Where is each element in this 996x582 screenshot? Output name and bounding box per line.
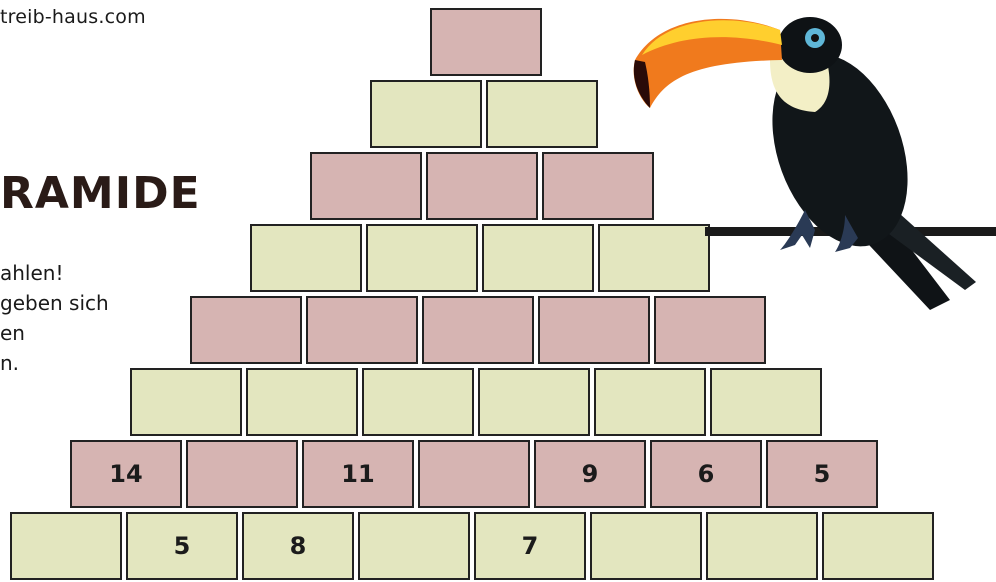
pyramid-brick[interactable]	[594, 368, 706, 436]
pyramid-brick[interactable]	[310, 152, 422, 220]
pyramid-brick[interactable]	[130, 368, 242, 436]
pyramid-brick[interactable]: 7	[474, 512, 586, 580]
pyramid-brick[interactable]	[422, 296, 534, 364]
pyramid-brick[interactable]	[306, 296, 418, 364]
pyramid-brick[interactable]: 11	[302, 440, 414, 508]
pyramid-brick[interactable]	[246, 368, 358, 436]
pyramid-brick[interactable]	[362, 368, 474, 436]
pyramid-brick[interactable]	[822, 512, 934, 580]
pyramid-brick[interactable]: 6	[650, 440, 762, 508]
pyramid-brick[interactable]	[426, 152, 538, 220]
pyramid-brick[interactable]: 9	[534, 440, 646, 508]
pyramid-brick[interactable]	[482, 224, 594, 292]
pyramid-brick[interactable]	[366, 224, 478, 292]
pyramid-brick[interactable]: 5	[126, 512, 238, 580]
pyramid-brick[interactable]	[358, 512, 470, 580]
pyramid-brick[interactable]	[486, 80, 598, 148]
pyramid-brick[interactable]: 5	[766, 440, 878, 508]
toucan-icon	[620, 0, 996, 320]
pyramid-brick[interactable]	[706, 512, 818, 580]
pyramid-brick[interactable]	[250, 224, 362, 292]
pyramid-brick[interactable]	[190, 296, 302, 364]
pyramid-brick[interactable]	[478, 368, 590, 436]
pyramid-brick[interactable]: 8	[242, 512, 354, 580]
pyramid-brick[interactable]: 14	[70, 440, 182, 508]
pyramid-brick[interactable]	[418, 440, 530, 508]
pyramid-brick[interactable]	[370, 80, 482, 148]
pyramid-brick[interactable]	[430, 8, 542, 76]
pyramid-brick[interactable]	[590, 512, 702, 580]
pyramid-brick[interactable]	[186, 440, 298, 508]
pyramid-brick[interactable]	[10, 512, 122, 580]
pyramid-brick[interactable]	[710, 368, 822, 436]
